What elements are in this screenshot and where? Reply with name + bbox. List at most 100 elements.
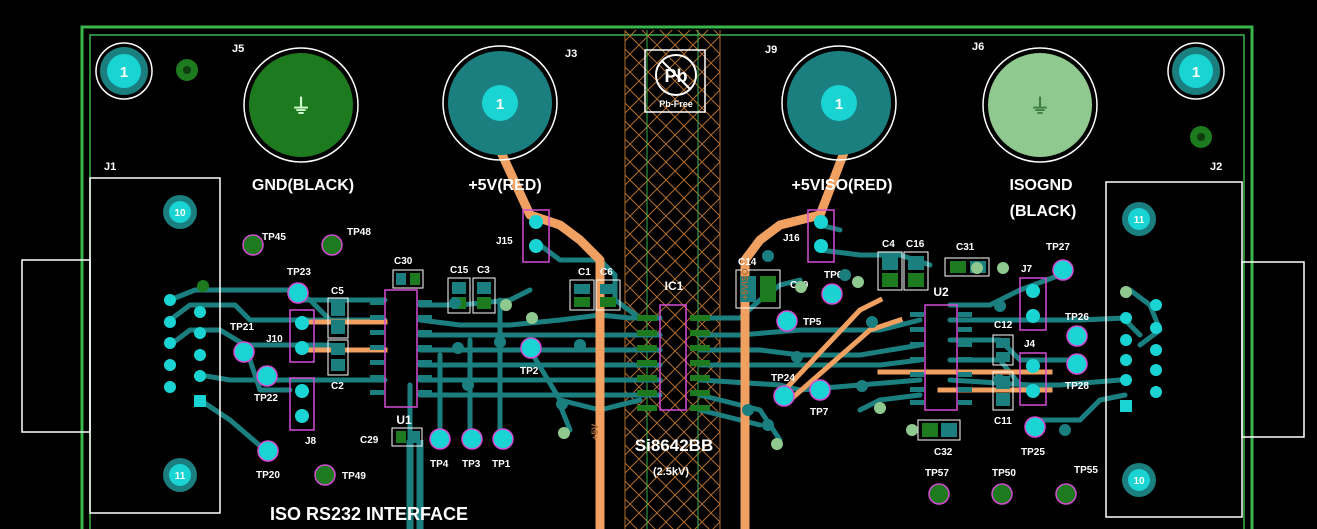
ic1-rating: (2.5kV) (653, 466, 689, 478)
c14-ref: C14 (738, 257, 757, 268)
mount-pin-label-right: 1 (1192, 64, 1200, 81)
c4-ref: C4 (882, 239, 895, 250)
testpoint-tp5: TP5 (776, 310, 822, 332)
testpoint-tp20: TP20 (256, 440, 280, 481)
isolation-keepout-strip (624, 30, 721, 529)
header-j15: J15 (496, 209, 550, 263)
j16-ref: J16 (783, 233, 800, 244)
tp21-label: TP21 (230, 322, 254, 333)
test-points: TP45 TP48 TP23 TP21 TP22 TP20 TP49 TP4 T… (230, 227, 1098, 505)
pb-symbol: Pb (664, 66, 687, 86)
right-components: C14 C4 C16 C31 C10 C12 C11 C32 J16 J7 J4 (735, 209, 1047, 458)
connector-j9: 1 J9 +5VISO(RED) (765, 44, 897, 194)
c5-ref: C5 (331, 286, 344, 297)
j2-ref: J2 (1210, 161, 1222, 173)
testpoint-tp49: TP49 (314, 464, 366, 486)
ic1-part: Si8642BB (635, 436, 713, 455)
j6-ref: J6 (972, 41, 984, 53)
testpoint-tp50: TP50 (991, 468, 1016, 505)
j7-ref: J7 (1021, 264, 1033, 275)
c1-ref: C1 (578, 267, 591, 278)
c6-ref: C6 (600, 267, 613, 278)
c29-ref: C29 (360, 435, 379, 446)
ic1-isolator: IC1 Si8642BB (2.5kV) (635, 279, 713, 478)
testpoint-tp24: TP24 (771, 373, 795, 407)
tp55-label: TP55 (1074, 465, 1098, 476)
tp4-label: TP4 (430, 459, 449, 470)
u2-transceiver: U2 (910, 285, 972, 411)
testpoint-tp28: TP28 (1065, 353, 1089, 392)
tp48-label: TP48 (347, 227, 371, 238)
tp50-label: TP50 (992, 468, 1016, 479)
j2-pin-top: 11 (1134, 215, 1145, 226)
fiducial-markers (176, 59, 1212, 148)
testpoint-tp22: TP22 (254, 365, 278, 404)
cap-c31: C31 (944, 242, 990, 277)
mount-pin-label-left: 1 (120, 64, 128, 81)
c15-ref: C15 (450, 265, 469, 276)
ic1-ref: IC1 (665, 279, 684, 293)
cap-c5: C5 (327, 286, 349, 339)
j10-ref: J10 (266, 334, 283, 345)
testpoint-tp48: TP48 (321, 227, 371, 256)
j1-pin-top: 10 (174, 208, 186, 219)
testpoint-tp25: TP25 (1021, 416, 1046, 458)
connector-j2: J2 11 10 (1105, 161, 1305, 518)
cap-c16: C16 (903, 239, 929, 291)
testpoint-tp55: TP55 (1055, 465, 1098, 505)
j4-ref: J4 (1024, 339, 1036, 350)
cap-c1: C1 (569, 267, 595, 311)
tp24-label: TP24 (771, 373, 795, 384)
left-components: C30 C15 C3 C5 C2 C1 C6 C29 J15 J10 J8 (266, 209, 621, 447)
tp57-label: TP57 (925, 468, 949, 479)
cap-c14: C14 (735, 257, 781, 309)
j8-ref: J8 (305, 436, 317, 447)
j3-pin: 1 (496, 96, 504, 113)
pb-free-icon: Pb Pb-Free (644, 49, 706, 113)
j3-label: +5V(RED) (468, 177, 541, 194)
testpoint-tp4: TP4 (429, 428, 451, 470)
j15-ref: J15 (496, 236, 513, 247)
ground-symbol-icon: ⏚ (1030, 95, 1050, 118)
connector-j5: ⏚ J5 GND(BLACK) (232, 43, 359, 194)
tp22-label: TP22 (254, 393, 278, 404)
u1-transceiver: U1 (370, 289, 432, 427)
u2-ref: U2 (933, 285, 949, 299)
cap-c6: C6 (595, 267, 621, 311)
trace-label-5viso: +5VISO (740, 268, 750, 300)
j3-ref: J3 (565, 48, 577, 60)
j9-label: +5VISO(RED) (792, 177, 893, 194)
j1-ref: J1 (104, 161, 116, 173)
pb-free-label: Pb-Free (659, 99, 693, 109)
j1-pin-bottom: 11 (175, 471, 186, 482)
c12-ref: C12 (994, 320, 1013, 331)
board-title: ISO RS232 INTERFACE (270, 504, 468, 524)
tp5-label: TP5 (803, 317, 822, 328)
tp3-label: TP3 (462, 459, 481, 470)
testpoint-tp45: TP45 (242, 232, 286, 256)
tp49-label: TP49 (342, 471, 366, 482)
bottom-traces (406, 440, 424, 529)
cap-c12: C12 (992, 320, 1014, 366)
j5-ref: J5 (232, 43, 244, 55)
header-j10: J10 (266, 309, 315, 363)
testpoint-tp1: TP1 (492, 428, 514, 470)
tp27-label: TP27 (1046, 242, 1070, 253)
mounting-hole-left: 1 (95, 42, 153, 100)
trace-label-5v: +5V (590, 424, 600, 440)
testpoint-tp2: TP2 (520, 337, 542, 377)
connector-j1: J1 10 11 (21, 161, 221, 514)
c3-ref: C3 (477, 265, 490, 276)
u1-ref: U1 (396, 413, 412, 427)
tp6-label: TP6 (824, 270, 843, 281)
header-j4: J4 (1019, 339, 1047, 406)
tp25-label: TP25 (1021, 447, 1045, 458)
testpoint-tp26: TP26 (1065, 312, 1089, 347)
tp7-label: TP7 (810, 407, 829, 418)
testpoint-tp7: TP7 (809, 379, 831, 418)
testpoint-tp6: TP6 (821, 270, 843, 305)
c11-ref: C11 (994, 416, 1012, 427)
ground-symbol-icon: ⏚ (291, 95, 311, 118)
cap-c30: C30 (392, 256, 424, 289)
